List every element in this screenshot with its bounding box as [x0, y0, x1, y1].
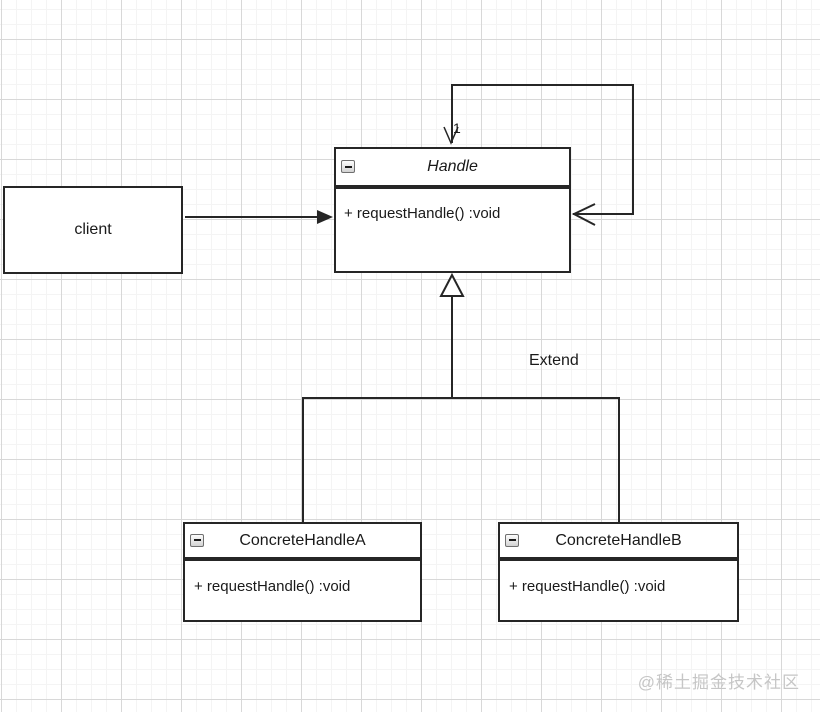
- section-divider: [185, 557, 420, 561]
- hollow-triangle-arrowhead-icon: [439, 272, 465, 297]
- concrete-handle-a-method: + requestHandle() :void: [194, 578, 351, 595]
- handle-method: + requestHandle() :void: [344, 205, 501, 222]
- concrete-handle-b-title-row: ConcreteHandleB: [500, 524, 737, 557]
- self-association-edge[interactable]: [443, 84, 634, 226]
- extend-label[interactable]: Extend: [529, 352, 579, 369]
- handle-class-node[interactable]: Handle + requestHandle() :void: [334, 147, 571, 273]
- concrete-handle-b-method: + requestHandle() :void: [509, 578, 666, 595]
- filled-arrowhead-icon: [317, 210, 333, 224]
- minus-icon: [508, 539, 516, 541]
- watermark-text: @稀土掘金技术社区: [637, 673, 800, 692]
- multiplicity-label[interactable]: 1: [453, 120, 461, 136]
- concrete-handle-a-members: + requestHandle() :void: [185, 561, 420, 620]
- section-divider: [500, 557, 737, 561]
- concrete-handle-b-node[interactable]: ConcreteHandleB + requestHandle() :void: [498, 522, 739, 622]
- collapse-icon[interactable]: [190, 533, 204, 547]
- concrete-handle-a-node[interactable]: ConcreteHandleA + requestHandle() :void: [183, 522, 422, 622]
- concrete-handle-a-title-row: ConcreteHandleA: [185, 524, 420, 557]
- open-arrowhead-left-icon: [571, 203, 596, 226]
- inheritance-branch-connector: [302, 397, 620, 522]
- client-node-label: client: [74, 221, 112, 238]
- section-divider: [336, 185, 569, 189]
- collapse-icon[interactable]: [505, 533, 519, 547]
- handle-class-title-row: Handle: [336, 149, 569, 185]
- client-node[interactable]: client: [3, 186, 183, 274]
- handle-class-members: + requestHandle() :void: [336, 189, 569, 271]
- minus-icon: [193, 539, 201, 541]
- handle-class-name: Handle: [427, 158, 478, 175]
- concrete-handle-b-name: ConcreteHandleB: [555, 531, 682, 549]
- minus-icon: [344, 165, 352, 168]
- concrete-handle-a-name: ConcreteHandleA: [239, 531, 366, 549]
- collapse-icon[interactable]: [341, 160, 355, 173]
- inheritance-edge[interactable]: [302, 272, 620, 522]
- concrete-handle-b-members: + requestHandle() :void: [500, 561, 737, 620]
- open-arrowhead-down-icon: [443, 126, 459, 145]
- client-to-handle-edge[interactable]: [185, 210, 333, 224]
